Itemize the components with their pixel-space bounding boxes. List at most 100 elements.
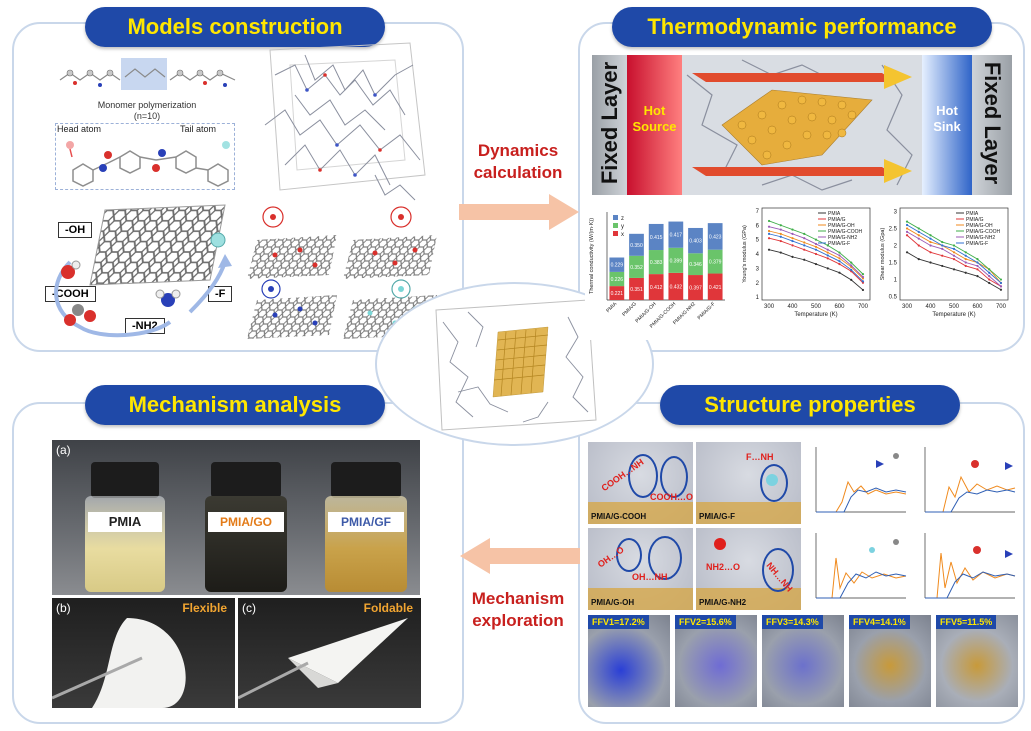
shear-point-1-7 <box>988 278 991 281</box>
ffv-label-3: FFV3=14.3% <box>762 615 823 629</box>
snapshot-nh2: NH2…O NH…NH PMIA/G-NH2 <box>696 528 801 610</box>
shear-point-4-2 <box>929 244 932 247</box>
models-title: Models construction <box>85 7 385 47</box>
snapshot-nh2-ellipse <box>762 548 794 592</box>
mechanism-flow-label: Mechanism exploration <box>458 588 578 632</box>
flexible-label: Flexible <box>182 601 227 615</box>
mechanism-line2: exploration <box>472 611 564 630</box>
rdf-plot-4 <box>924 533 1016 599</box>
dynamics-label: Dynamics calculation <box>458 140 578 184</box>
foldable-label: Foldable <box>363 601 413 615</box>
shear-frame <box>899 207 1009 301</box>
ffv-panel-4: FFV4=14.1% <box>849 615 931 707</box>
shear-point-0-7 <box>988 281 991 285</box>
tc-bar-x-3 <box>668 272 684 300</box>
fixed-layer-right-label: Fixed Layer <box>980 61 1005 185</box>
shear-point-4-6 <box>976 264 979 268</box>
shear-ytick-1: 1 <box>894 278 898 284</box>
shear-point-3-4 <box>952 244 956 247</box>
shear-point-4-0 <box>905 230 909 233</box>
young-point-5-7 <box>850 268 853 271</box>
shear-point-3-2 <box>929 234 932 237</box>
shear-point-4-7 <box>988 275 991 278</box>
young-point-4-5 <box>826 248 829 251</box>
snapshot-oh-label: PMIA/G-OH <box>591 598 635 607</box>
snapshot-f: F…NH PMIA/G-F <box>696 442 801 524</box>
amorphous-polymer-box <box>264 42 426 201</box>
hot-sink-line2: Sink <box>933 119 961 134</box>
tc-legend-swatch-y <box>613 223 618 228</box>
young-point-3-6 <box>838 251 841 254</box>
young-point-4-3 <box>803 237 806 240</box>
vial-3: PMIA/GF <box>325 462 407 592</box>
shear-point-3-3 <box>941 240 944 244</box>
shear-legend-label-1: PMIA/G <box>966 217 984 223</box>
young-point-1-5 <box>826 257 829 260</box>
young-point-5-5 <box>826 254 829 257</box>
shear-point-3-1 <box>917 227 920 230</box>
tc-bar-y-3 <box>668 247 684 273</box>
tc-value-z-1: 0.350 <box>630 243 643 249</box>
young-point-0-1 <box>779 251 782 254</box>
hot-source-region <box>627 55 682 195</box>
shear-point-3-6 <box>976 258 979 261</box>
shear-ytick-2: 1.5 <box>889 261 898 267</box>
shear-point-2-5 <box>964 258 967 261</box>
rdf-plot-2 <box>924 447 1016 513</box>
young-xtick-2: 500 <box>811 304 822 310</box>
shear-point-4-1 <box>917 237 920 240</box>
shear-point-1-1 <box>917 244 920 247</box>
tc-legend-label-y: y <box>621 224 624 230</box>
shear-point-1-0 <box>905 234 909 237</box>
thermal-conductivity-chart: 0.2210.2260.229PMIA0.3510.3520.350PMIA/G… <box>585 200 733 340</box>
shear-point-4-8 <box>999 285 1003 288</box>
fixed-layer-right <box>972 55 1012 195</box>
shear-point-0-5 <box>964 271 967 274</box>
tc-value-y-0: 0.226 <box>611 277 624 283</box>
snapshot-oh: OH…O OH…NH PMIA/G-OH <box>588 528 693 610</box>
young-point-5-3 <box>803 244 806 247</box>
tc-bar-z-4 <box>688 227 703 254</box>
shear-point-1-3 <box>941 254 944 257</box>
tc-value-x-3: 0.432 <box>670 284 683 290</box>
young-xtick-0: 300 <box>764 304 775 310</box>
young-xtick-3: 600 <box>834 304 845 310</box>
ffv-row: FFV1=17.2% FFV2=15.6% FFV3=14.3% FFV4=14… <box>588 615 1018 707</box>
tc-bar-z-3 <box>668 221 684 248</box>
snapshot-cooh: COOH…NH COOH…O PMIA/G-COOH <box>588 442 693 524</box>
young-point-0-7 <box>850 278 853 281</box>
young-ytick-2: 3 <box>756 266 760 272</box>
film-flexible-photo: (b) Flexible <box>52 598 235 708</box>
young-legend-label-5: PMIA/G-F <box>828 241 850 247</box>
young-point-2-3 <box>803 241 806 244</box>
young-point-2-6 <box>838 257 841 260</box>
shear-point-5-1 <box>917 230 920 233</box>
snapshot-f-label: PMIA/G-F <box>699 512 735 521</box>
tc-value-y-4: 0.346 <box>689 262 702 268</box>
young-point-2-4 <box>814 245 818 248</box>
vial-3-label: PMIA/GF <box>328 512 404 532</box>
tc-bar-z-5 <box>707 223 723 250</box>
young-point-4-0 <box>767 225 771 228</box>
young-point-3-7 <box>850 261 853 264</box>
young-point-4-7 <box>850 264 853 267</box>
tc-value-z-0: 0.229 <box>611 263 624 269</box>
shear-point-5-2 <box>929 237 932 240</box>
tc-bar-x-5 <box>707 273 723 300</box>
thermo-title: Thermodynamic performance <box>612 7 992 47</box>
tc-bar-y-5 <box>707 249 723 274</box>
shear-ytick-5: 3 <box>894 209 898 215</box>
young-point-0-3 <box>803 258 806 261</box>
shear-point-4-3 <box>941 247 944 250</box>
fixed-layer-left <box>592 55 627 195</box>
snapshot-cooh-ellipse2 <box>660 456 688 498</box>
shear-xtick-3: 600 <box>972 304 983 310</box>
young-point-1-0 <box>767 237 771 240</box>
young-point-3-1 <box>779 224 782 227</box>
young-point-1-1 <box>779 239 782 243</box>
vial-2-label: PMIA/GO <box>208 512 284 532</box>
young-point-4-4 <box>814 242 818 246</box>
mechanism-title: Mechanism analysis <box>85 385 385 425</box>
shear-xtick-2: 500 <box>949 304 960 310</box>
